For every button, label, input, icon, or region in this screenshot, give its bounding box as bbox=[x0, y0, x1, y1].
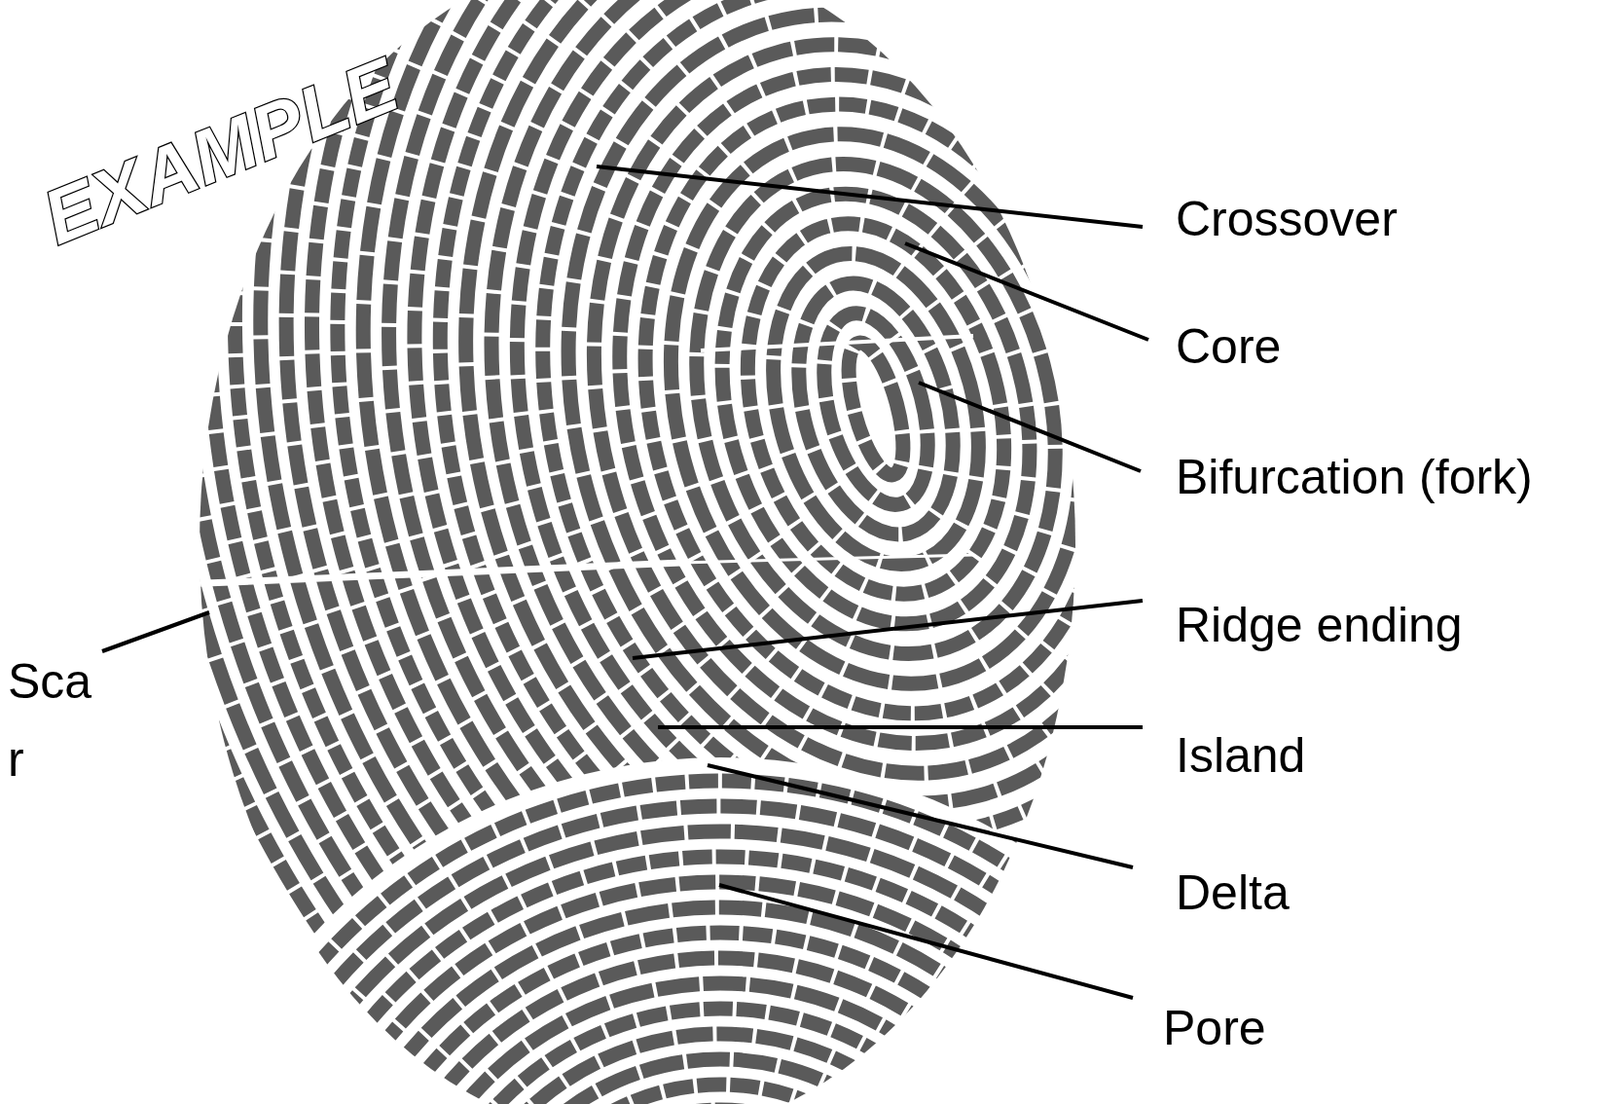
ridge bbox=[514, 0, 1237, 837]
scar-mark bbox=[184, 562, 682, 584]
ridge bbox=[439, 1033, 1001, 1104]
ridge bbox=[186, 780, 1254, 1104]
leader-line bbox=[596, 166, 1143, 227]
ridge bbox=[450, 0, 1302, 909]
ridge bbox=[363, 957, 1077, 1104]
leader-line bbox=[719, 884, 1133, 998]
ridge bbox=[465, 1058, 976, 1104]
ridge bbox=[740, 230, 1012, 588]
feature-label: Core bbox=[1175, 317, 1281, 376]
ridge bbox=[289, 0, 1462, 1088]
ridge bbox=[490, 1084, 950, 1104]
leader-lines bbox=[102, 166, 1149, 998]
feature-label: Bifurcation (fork) bbox=[1175, 447, 1533, 507]
feature-label: Crossover bbox=[1175, 189, 1398, 249]
leader-line bbox=[657, 725, 1143, 729]
ridge bbox=[262, 856, 1178, 1104]
ridge bbox=[288, 881, 1153, 1104]
ridge bbox=[389, 982, 1052, 1104]
leader-line bbox=[102, 612, 210, 652]
leader-line bbox=[707, 764, 1133, 868]
delta-ridges bbox=[186, 780, 1254, 1104]
feature-label: Delta bbox=[1175, 863, 1290, 922]
leader-line bbox=[905, 243, 1149, 340]
ridge bbox=[313, 907, 1128, 1104]
feature-label: Pore bbox=[1163, 998, 1267, 1057]
leader-line bbox=[632, 600, 1143, 658]
feature-label: Ridge ending bbox=[1175, 595, 1463, 655]
ridge bbox=[772, 265, 979, 551]
feature-label: Island bbox=[1175, 726, 1306, 785]
ridge bbox=[212, 805, 1229, 1104]
ridge bbox=[414, 1008, 1026, 1104]
leader-line bbox=[918, 382, 1141, 472]
feature-label: Sca r bbox=[7, 642, 106, 799]
crease-mark bbox=[700, 335, 974, 351]
crease-mark bbox=[681, 554, 974, 563]
ridge bbox=[237, 831, 1203, 1104]
